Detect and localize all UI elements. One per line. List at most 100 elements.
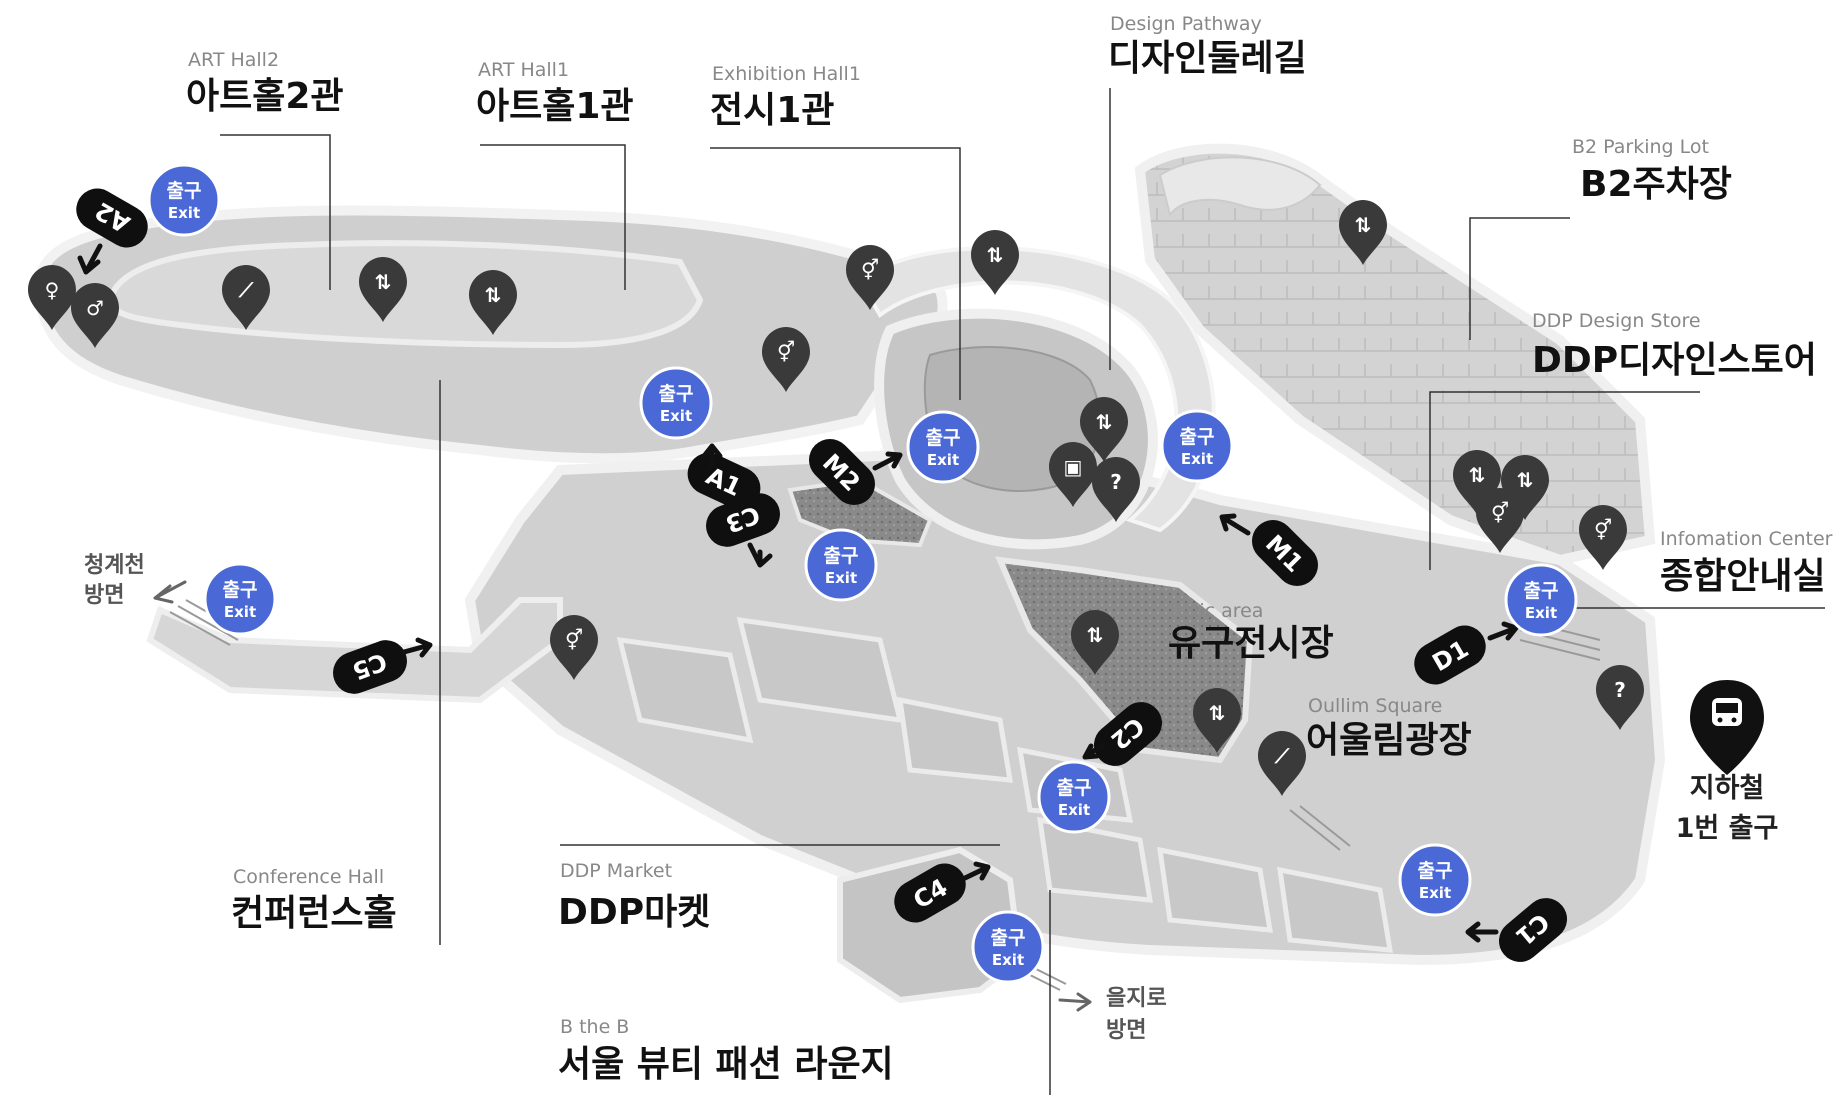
gate-arrow (1465, 921, 1499, 943)
gate-c1[interactable]: C1 (1465, 889, 1576, 970)
exit-badge[interactable]: 출구 Exit (1160, 409, 1234, 483)
b2-parking-ko: B2주차장 (1580, 164, 1732, 205)
gate-a2[interactable]: A2 (69, 181, 156, 275)
b2-parking-en: B2 Parking Lot (1572, 136, 1709, 158)
design-pathway-en: Design Pathway (1110, 13, 1262, 35)
exit-badge-ko: 출구 (1180, 426, 1215, 448)
gate-c3[interactable]: C3 (700, 487, 786, 568)
gate-arrow (962, 861, 991, 881)
exit-badge-en: Exit (168, 204, 200, 222)
facility-pins: ♀♂⟋⇅⇅⚥⚥⇅⇅▣?⇅⇅⇅⚥⚥⚥⇅⇅⟋? (28, 200, 1644, 796)
exit-badge-ko: 출구 (223, 579, 258, 601)
exit-badge-ko: 출구 (1418, 860, 1453, 882)
gate-arrow (701, 443, 723, 468)
svg-text:⚥: ⚥ (1491, 501, 1509, 525)
exit-badge-en: Exit (825, 569, 857, 587)
design-store-en: DDP Design Store (1532, 310, 1701, 332)
exit-badge-ko: 출구 (926, 427, 961, 449)
svg-text:⇅: ⇅ (1517, 468, 1534, 492)
locker-icon: ▣ (1049, 442, 1097, 507)
gate-c5[interactable]: C5 (327, 634, 433, 699)
gate-arrow (401, 637, 433, 658)
parking-ramp (1158, 156, 1322, 218)
svg-text:⇅: ⇅ (485, 283, 502, 307)
info-center-ko: 종합안내실 (1660, 556, 1826, 597)
restroom-icon: ⚥ (1579, 505, 1627, 570)
restroom-icon: ⚥ (846, 245, 894, 310)
exit-badge-ko: 출구 (167, 180, 202, 202)
ddp-market-ko: DDP마켓 (558, 892, 710, 933)
elevator-icon: ⇅ (971, 230, 1019, 295)
exit-badge[interactable]: 출구 Exit (906, 410, 980, 484)
exit-badge-ko: 출구 (991, 927, 1026, 949)
svg-text:⇅: ⇅ (1469, 463, 1486, 487)
art-hall-2-en: ART Hall2 (188, 49, 279, 71)
subway-exit-marker[interactable]: 지하철 1번 출구 (1676, 680, 1779, 844)
svg-text:?: ? (1614, 678, 1626, 702)
exit-badge-en: Exit (927, 451, 959, 469)
euljiro-label-2: 방면 (1106, 1018, 1146, 1043)
restroom-icon: ⚥ (550, 615, 598, 680)
elevator-icon: ⇅ (1080, 397, 1128, 462)
market-stalls (616, 616, 1394, 953)
exhibition-hall-1-ko: 전시1관 (710, 90, 834, 131)
information-icon: ? (1092, 457, 1140, 522)
gate-a1[interactable]: A1 (681, 443, 768, 516)
svg-text:⇅: ⇅ (375, 270, 392, 294)
exit-badge[interactable]: 출구 Exit (804, 528, 878, 602)
info-center-en: Infomation Center (1660, 528, 1833, 550)
svg-text:⟋: ⟋ (1274, 744, 1290, 768)
oullim-square-en: Oullim Square (1308, 695, 1442, 717)
relic-area-pit (995, 556, 1254, 764)
gate-d1[interactable]: D1 (1407, 618, 1519, 692)
gate-m1[interactable]: M1 (1219, 511, 1327, 594)
gate-c4[interactable]: C4 (887, 856, 991, 930)
exit-badge-en: Exit (1419, 884, 1451, 902)
cheonggyecheon-label-1: 청계천 (84, 553, 145, 578)
design-pathway-ring (857, 246, 1216, 533)
b-the-b-ko: 서울 뷰티 패션 라운지 (558, 1044, 894, 1085)
cheonggyecheon-label-2: 방면 (84, 583, 124, 608)
restroom-icon: ⚥ (762, 327, 810, 392)
exit-badge-ko: 출구 (659, 383, 694, 405)
elevator-icon: ⇅ (359, 257, 407, 322)
exit-badge[interactable]: 출구 Exit (203, 562, 277, 636)
gate-arrow (77, 243, 103, 275)
elevator-icon: ⇅ (1193, 688, 1241, 753)
svg-text:⇅: ⇅ (1209, 701, 1226, 725)
ddp-market-en: DDP Market (560, 860, 672, 882)
direction-labels: 청계천 방면 을지로 방면 (84, 553, 1167, 1043)
gate-arrow (1082, 741, 1107, 760)
svg-text:⚥: ⚥ (861, 258, 879, 282)
exit-badge-en: Exit (992, 951, 1024, 969)
svg-text:♂: ♂ (86, 296, 104, 320)
exit-badge-en: Exit (224, 603, 256, 621)
restroom-icon: ⚥ (1476, 488, 1524, 553)
exit-badge-en: Exit (1181, 450, 1213, 468)
oullim-square-ko: 어울림광장 (1306, 720, 1472, 761)
subway-label-1: 지하철 (1690, 773, 1765, 804)
exit-badge[interactable]: 출구 Exit (971, 910, 1045, 984)
art-hall-1-ko: 아트홀1관 (476, 86, 634, 127)
exhibition-hall-1-en: Exhibition Hall1 (712, 63, 861, 85)
relic-area-ko: 유구전시장 (1168, 623, 1334, 664)
exit-badge[interactable]: 출구 Exit (1398, 843, 1472, 917)
gate-arrow (1487, 621, 1519, 641)
area-labels: ART Hall2 아트홀2관 ART Hall1 아트홀1관 Exhibiti… (186, 13, 1833, 1085)
exit-badge-ko: 출구 (1524, 580, 1559, 602)
svg-text:▣: ▣ (1064, 455, 1083, 479)
restroom-icon: ♀ (28, 265, 76, 330)
svg-text:⚥: ⚥ (565, 628, 583, 652)
exit-badge-ko: 출구 (824, 545, 859, 567)
exit-badge[interactable]: 출구 Exit (147, 163, 221, 237)
svg-text:⇅: ⇅ (1355, 213, 1372, 237)
restroom-icon: ♂ (71, 283, 119, 348)
svg-text:⇅: ⇅ (1087, 623, 1104, 647)
information-icon: ? (1596, 665, 1644, 730)
